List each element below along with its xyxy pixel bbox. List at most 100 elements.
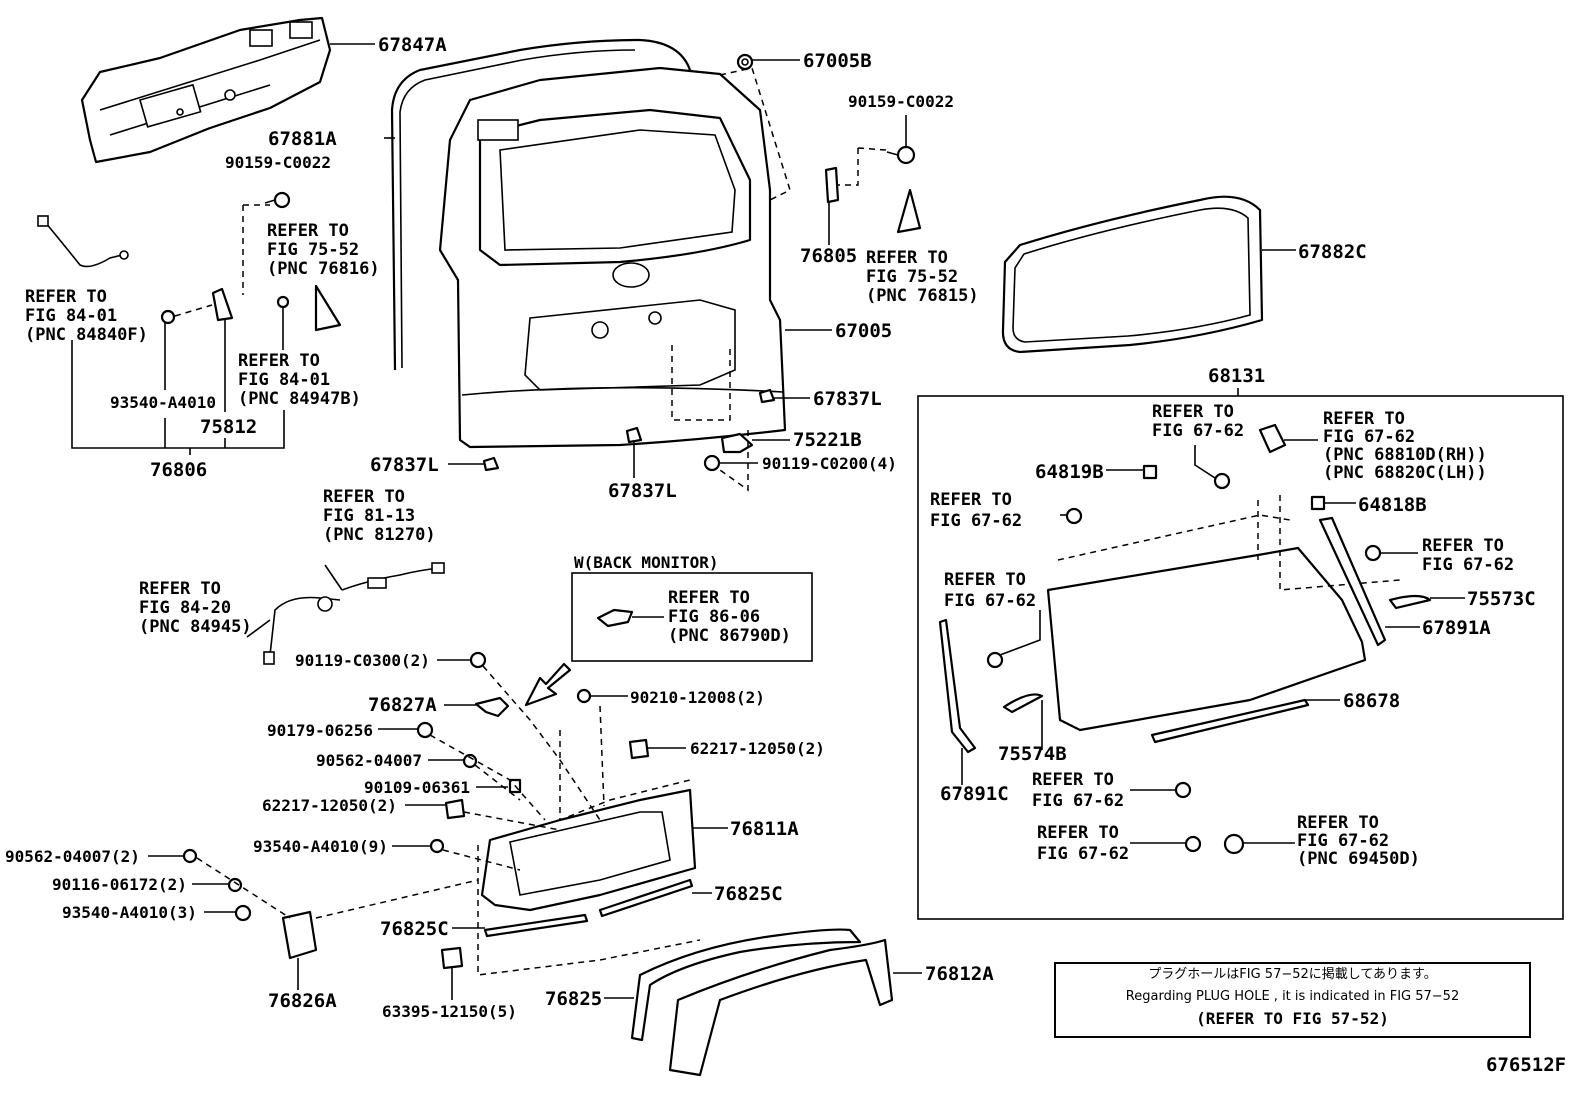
back-monitor-box — [571, 572, 813, 662]
stopper-64818B — [1310, 495, 1326, 511]
label-90179-06256: 90179-06256 — [267, 721, 373, 740]
label-90159-c0022-left: 90159-C0022 — [225, 153, 331, 172]
label-67005: 67005 — [835, 320, 892, 342]
glass-seal-67882C — [1001, 195, 1264, 354]
label-90562-04007-2: 90562-04007(2) — [5, 847, 140, 866]
label-93540-a4010-3: 93540-A4010(3) — [62, 903, 197, 922]
clip-68131-d — [1364, 544, 1382, 562]
clip-68131-b — [1065, 507, 1083, 525]
bolt-90159-c0022-left — [264, 191, 291, 209]
label-67891C: 67891C — [940, 783, 1009, 805]
label-62217-12050-a: 62217-12050(2) — [690, 739, 825, 758]
bracket-76805 — [824, 166, 840, 204]
clip-68131-g — [1223, 833, 1245, 855]
label-90562-04007: 90562-04007 — [316, 751, 422, 770]
label-68678: 68678 — [1343, 690, 1400, 712]
label-93540-a4010: 93540-A4010 — [110, 393, 216, 412]
bracket-76827A — [474, 696, 510, 718]
clip-62217-12050-b — [444, 798, 466, 820]
bracket-75812 — [211, 287, 234, 322]
hinge-68810D — [1258, 423, 1287, 454]
back-monitor-camera — [596, 608, 634, 628]
clip-68131-c — [986, 651, 1004, 669]
nut-90210-12008 — [576, 688, 592, 704]
license-garnish-76811A — [477, 788, 701, 976]
direction-arrow — [524, 662, 572, 707]
assembly-dash-lines — [174, 67, 887, 919]
cover-75574B — [1002, 693, 1044, 714]
label-75221B: 75221B — [793, 429, 862, 451]
clip-68131-a — [1213, 472, 1231, 490]
clip-93540-a4010-3 — [234, 904, 252, 922]
clip-62217-12050-a — [628, 738, 650, 760]
label-76826A: 76826A — [268, 990, 337, 1012]
label-67837L-a: 67837L — [813, 388, 882, 410]
label-63395-12150: 63395-12150(5) — [382, 1002, 517, 1021]
spoiler-76812A — [668, 938, 894, 1077]
label-64818B: 64818B — [1358, 494, 1427, 516]
triangle-trim-76815 — [896, 188, 922, 234]
label-76805: 76805 — [800, 245, 857, 267]
label-90119-c0200: 90119-C0200(4) — [762, 454, 897, 473]
label-90159-c0022-right: 90159-C0022 — [848, 92, 954, 111]
back-glass-68131 — [1046, 495, 1401, 732]
label-67891A: 67891A — [1422, 617, 1491, 639]
molding-76825C-right — [598, 878, 694, 918]
clip-93540-a4010-9 — [429, 838, 445, 854]
cover-75573C — [1388, 594, 1432, 610]
label-76811A: 76811A — [730, 818, 799, 840]
nut-90562-04007 — [462, 753, 478, 769]
label-67837L-b: 67837L — [370, 454, 439, 476]
spoiler-seal-76825 — [630, 928, 862, 1042]
bracket-75221B — [720, 432, 754, 454]
label-67881A: 67881A — [268, 128, 337, 150]
label-75574B: 75574B — [998, 743, 1067, 765]
note-line-japanese: プラグホールはFIG 57−52に掲載してあります。 — [1148, 967, 1437, 982]
clip-67837L-b — [482, 456, 500, 472]
clip-67005B — [736, 53, 754, 71]
label-75812: 75812 — [200, 416, 257, 438]
label-90116-06172: 90116-06172(2) — [52, 875, 187, 894]
label-90119-c0300: 90119-C0300(2) — [295, 651, 430, 670]
label-67847A: 67847A — [378, 34, 447, 56]
label-64819B: 64819B — [1035, 461, 1104, 483]
washer-90179-06256 — [416, 721, 434, 739]
label-62217-12050-b: 62217-12050(2) — [262, 796, 397, 815]
glass-assembly-box-68131 — [917, 395, 1564, 920]
bolt-90159-c0022-right — [886, 145, 916, 165]
bracket-76826A — [281, 910, 318, 960]
clip-67837L-a — [758, 388, 776, 404]
part-labels: 67847A 67881A 67005B 90159-C0022 90159-C… — [5, 34, 1566, 1076]
wire-harness-84945 — [263, 596, 341, 665]
molding-68678 — [1150, 698, 1310, 744]
bolt-90119-c0300 — [469, 651, 487, 669]
label-90109-06361: 90109-06361 — [364, 778, 470, 797]
clip-63395-12150 — [440, 946, 464, 970]
note-line-refer: (REFER TO FIG 57-52) — [1196, 1009, 1389, 1028]
wire-harness-81270 — [341, 562, 445, 591]
back-door-67005 — [438, 66, 787, 449]
stopper-64819B — [1142, 464, 1158, 480]
clip-67837L-c — [625, 426, 643, 444]
bolt-90116-06172 — [227, 877, 243, 893]
label-76827A: 76827A — [368, 694, 437, 716]
molding-67891C — [938, 618, 977, 754]
clip-68131-e — [1174, 781, 1192, 799]
plug-hole-note: プラグホールはFIG 57−52に掲載してあります。 Regarding PLU… — [1054, 962, 1531, 1038]
nut-84947B — [276, 295, 290, 309]
back-monitor-label: W(BACK MONITOR) — [574, 553, 719, 572]
bolt-90119-c0200 — [703, 454, 721, 472]
